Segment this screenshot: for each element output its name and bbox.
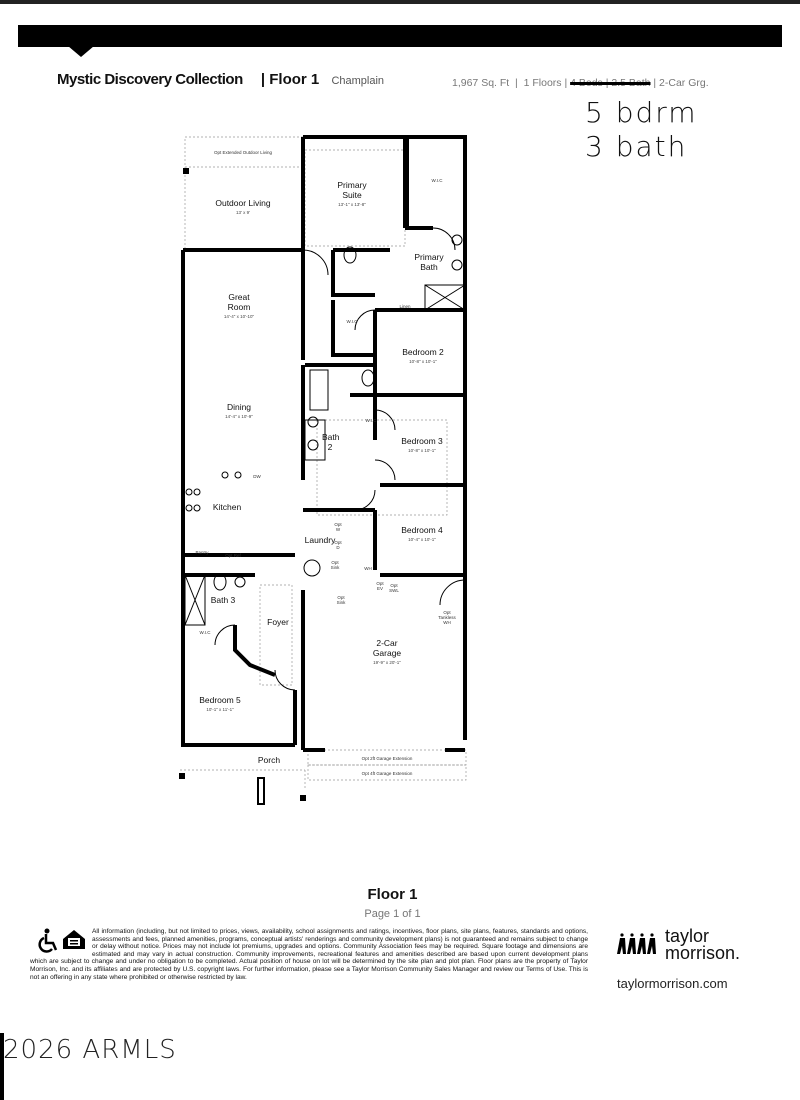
- room-dimensions: 13'-1" x 13'-8": [338, 202, 366, 207]
- floor-plan: Opt Extended Outdoor Living Outdoor Livi…: [175, 130, 475, 810]
- opt-2ft-garage-extension-label: Opt 2ft Garage Extension: [361, 756, 413, 761]
- room-primary-bath: Primary Bath: [412, 252, 446, 272]
- plan-specs: 1,967 Sq. Ft | 1 Floors | 4 Beds | 2.5 B…: [452, 77, 709, 89]
- room-name: Foyer: [267, 617, 289, 627]
- opt-garage-sink-label: Opt Sink: [336, 595, 346, 605]
- opt-4ft-garage-extension-label: Opt 4ft Garage Extension: [361, 771, 413, 776]
- room-laundry: Laundry: [305, 535, 336, 545]
- dishwasher-label: DW: [253, 474, 261, 479]
- room-bath-3: Bath 3: [211, 595, 236, 605]
- brand-website: taylormorrison.com: [617, 976, 728, 991]
- room-name: Kitchen: [212, 502, 242, 512]
- room-foyer: Foyer: [267, 617, 289, 627]
- room-name: Bedroom 3: [401, 436, 443, 446]
- handwritten-baths: 3 bath: [585, 130, 688, 163]
- spec-floors: 1 Floors: [523, 77, 562, 89]
- opt-tankless-wh-label: Opt Tankless WH: [438, 610, 456, 625]
- opt-dryer-label: Opt D: [334, 540, 342, 550]
- spec-sqft: 1,967 Sq. Ft: [452, 77, 510, 89]
- room-dining: Dining 14'-4" x 10'-9": [225, 402, 253, 422]
- opt-washer-label: Opt W: [334, 522, 342, 532]
- room-name: 2-Car Garage: [372, 638, 402, 658]
- opt-extended-outdoor-living-label: Opt Extended Outdoor Living: [213, 150, 273, 155]
- page-indicator: Page 1 of 1: [364, 908, 421, 920]
- room-name: Bedroom 2: [402, 347, 444, 357]
- column-post: [183, 168, 189, 174]
- header-banner: [18, 25, 782, 47]
- room-primary-suite: Primary Suite 13'-1" x 13'-8": [332, 180, 372, 210]
- room-name: Primary Suite: [337, 180, 367, 200]
- spec-garage: 2-Car Grg.: [659, 77, 709, 89]
- room-name: Dining: [226, 402, 252, 412]
- document-header: Mystic Discovery Collection | Floor 1 Ch…: [57, 71, 797, 88]
- room-name: Bath 3: [210, 595, 236, 605]
- column-post: [300, 795, 306, 801]
- floor-label: | Floor 1: [260, 71, 320, 88]
- room-name: Bedroom 4: [401, 525, 443, 535]
- opt-swl-label: Opt SWL: [389, 583, 399, 593]
- opt-laundry-sink-label: Opt Sink: [330, 560, 340, 570]
- opt-ev-label: Opt EV: [376, 581, 384, 591]
- room-bedroom-2: Bedroom 2 10'-8" x 10'-1": [402, 347, 444, 367]
- room-bath-2: Bath 2: [322, 432, 340, 452]
- equal-housing-icon: [63, 930, 85, 949]
- room-bedroom-5: Bedroom 5 10'-1" x 11'-1": [199, 695, 241, 715]
- water-heater-label: WH: [364, 566, 372, 571]
- room-name: Outdoor Living: [215, 198, 271, 208]
- plan-name: Champlain: [331, 75, 385, 87]
- opt-ref-label: Opt Ref: [225, 553, 241, 558]
- room-2-car-garage: 2-Car Garage 19'-9" x 20'-1": [367, 638, 407, 668]
- brand-name: taylor morrison.: [665, 926, 741, 963]
- primary-wic-label: W.I.C: [431, 178, 443, 183]
- spec-beds-baths-struck: 4 Beds | 2.5 Bath: [570, 77, 651, 89]
- collection-name: Mystic Discovery Collection: [57, 71, 243, 88]
- top-edge-line: [0, 0, 800, 4]
- room-bedroom-3: Bedroom 3 10'-8" x 10'-1": [401, 436, 443, 456]
- accessibility-icon: [38, 928, 58, 953]
- brand-figures-icon: [617, 933, 656, 954]
- room-dimensions: 13' x 9': [236, 210, 250, 215]
- room-name: Laundry: [304, 535, 336, 545]
- scan-edge: [0, 1033, 4, 1100]
- room-name: Bath 2: [322, 432, 340, 452]
- compliance-icons: [35, 928, 90, 956]
- room-name: Porch: [257, 755, 281, 765]
- linen-label: Linen: [399, 304, 411, 309]
- banner-pointer: [68, 46, 94, 57]
- room-dimensions: 14'-4" x 10'-9": [225, 414, 253, 419]
- room-outdoor-living: Outdoor Living 13' x 9': [215, 198, 270, 218]
- room-dimensions: 10'-4" x 10'-1": [408, 537, 436, 542]
- room-dimensions: 10'-8" x 10'-1": [408, 448, 436, 453]
- room-dimensions: 19'-9" x 20'-1": [373, 660, 401, 665]
- pantry-label: Pantry: [195, 550, 209, 555]
- legal-disclaimer: All information (including, but not limi…: [30, 928, 588, 981]
- wic-bedroom2-label: W.I.C: [346, 319, 358, 324]
- wic-bedroom5-label: W.I.C: [199, 630, 211, 635]
- handwritten-note: 5 bdrm 3 bath: [585, 96, 698, 164]
- room-dimensions: 14'-4" x 10'-10": [223, 314, 255, 319]
- room-dimensions: 10'-1" x 11'-1": [206, 707, 234, 712]
- floor-plan-drawing: [179, 135, 467, 805]
- taylor-morrison-logo: taylor morrison.: [617, 927, 740, 962]
- porch-post: [257, 777, 265, 805]
- disclaimer-text: All information (including, but not limi…: [30, 928, 588, 981]
- floor-title: Floor 1: [367, 886, 418, 903]
- room-name: Bedroom 5: [199, 695, 241, 705]
- room-name: Great Room: [227, 292, 251, 312]
- room-porch: Porch: [258, 755, 280, 765]
- room-kitchen: Kitchen: [213, 502, 241, 512]
- handwritten-bedrooms: 5 bdrm: [585, 96, 698, 129]
- armls-watermark: 2026 ARMLS: [3, 1035, 177, 1065]
- room-bedroom-4: Bedroom 4 10'-4" x 10'-1": [401, 525, 443, 545]
- room-dimensions: 10'-8" x 10'-1": [409, 359, 437, 364]
- wic-bedroom3-label: W.I.C: [365, 418, 377, 423]
- column-post: [179, 773, 185, 779]
- room-great-room: Great Room 14'-4" x 10'-10": [219, 292, 259, 322]
- room-name: Primary Bath: [414, 252, 444, 272]
